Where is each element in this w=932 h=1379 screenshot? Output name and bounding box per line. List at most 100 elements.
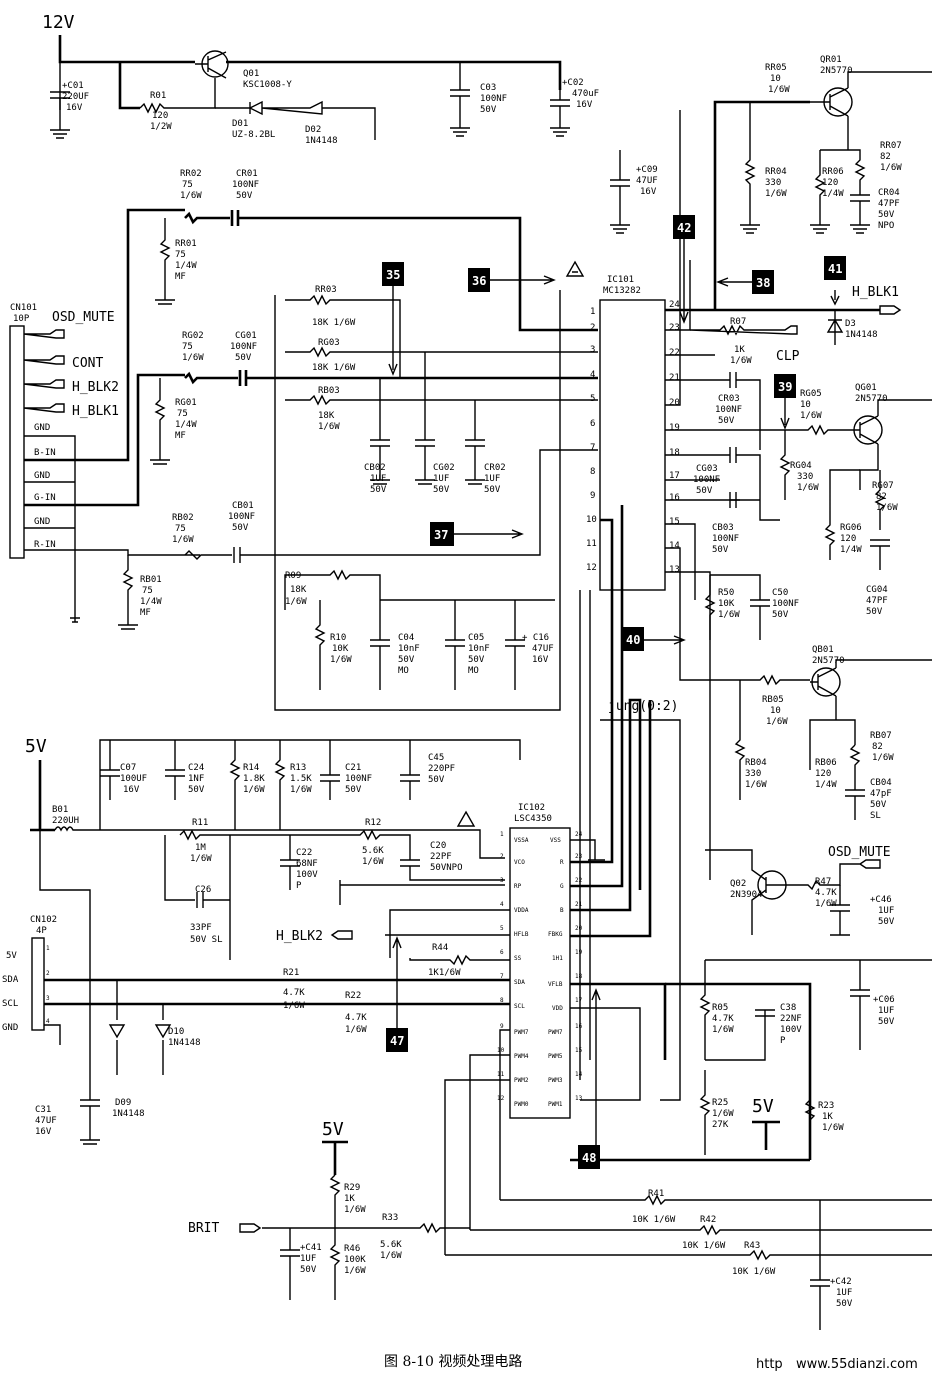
- c38-ref: C38: [780, 1003, 796, 1013]
- svg-text:18: 18: [575, 973, 583, 980]
- rail-12v-label: 12V: [42, 12, 75, 33]
- svg-text:PWM0: PWM0: [514, 1101, 529, 1108]
- marker-39: 39: [774, 374, 796, 430]
- d02-ref: D02: [305, 125, 321, 135]
- rail-5v-c: [752, 1120, 780, 1150]
- r10-ref: R10: [330, 633, 346, 643]
- c04-ref: C04: [398, 633, 414, 643]
- svg-text:21: 21: [575, 901, 583, 908]
- svg-text:SCL: SCL: [514, 1003, 525, 1010]
- cn101-ref: CN101: [10, 303, 37, 313]
- q01-leads: [195, 51, 227, 79]
- cg01-volt: 50V: [235, 353, 252, 363]
- rr07-watt: 1/6W: [880, 163, 902, 173]
- r41-ref: R41: [648, 1189, 664, 1199]
- cn102-body: [31, 937, 45, 1031]
- marker-40: 40: [622, 627, 686, 651]
- hblk1-right-label: H_BLK1: [852, 285, 899, 300]
- r07-val: 1K: [734, 345, 745, 355]
- c45-volt: 50V: [428, 775, 445, 785]
- r23-ref: R23: [818, 1101, 834, 1111]
- rail-5v-b: [322, 1140, 348, 1175]
- svg-text:SS: SS: [514, 955, 522, 962]
- d10-ref: D10: [168, 1027, 184, 1037]
- ic102-body: [509, 827, 571, 1119]
- qr01-ref: QR01: [820, 55, 842, 65]
- c50-ref: C50: [772, 588, 788, 598]
- resistor-rr06-rr07: [810, 135, 866, 234]
- c41-volt: 50V: [300, 1265, 317, 1275]
- r12-ref: R12: [365, 818, 381, 828]
- r05-val: 4.7K: [712, 1014, 734, 1024]
- cg03-val: 100NF: [693, 475, 720, 485]
- caution-triangle-icon-2: [456, 810, 476, 827]
- svg-text:GND: GND: [34, 517, 50, 527]
- r05-watt: 1/6W: [712, 1025, 734, 1035]
- svg-text:2: 2: [46, 970, 50, 977]
- figure-caption: 图 8-10 视频处理电路: [384, 1354, 522, 1370]
- rg07-ref: RG07: [872, 481, 894, 491]
- rr05-watt: 1/6W: [768, 85, 790, 95]
- capacitor-c03: [450, 62, 470, 137]
- rb02-watt: 1/6W: [172, 535, 194, 545]
- svg-text:1: 1: [46, 945, 50, 952]
- c31-volt: 16V: [35, 1127, 52, 1137]
- cn102-pin-labels: 5V SDA SCL GND: [2, 951, 19, 1033]
- c04-val: 10nF: [398, 644, 420, 654]
- svg-text:VDD: VDD: [552, 1005, 563, 1012]
- marker-41-arrow: [830, 290, 840, 306]
- r01-ref: R01: [150, 91, 166, 101]
- svg-text:VFLB: VFLB: [548, 981, 563, 988]
- svg-text:RP: RP: [514, 883, 522, 890]
- rg05-watt: 1/6W: [800, 411, 822, 421]
- c45-val: 220PF: [428, 764, 455, 774]
- svg-text:VCO: VCO: [514, 859, 525, 866]
- r01-watt: 1/2W: [150, 122, 172, 132]
- r12-watt: 1/6W: [362, 857, 384, 867]
- r25-val: 27K: [712, 1120, 729, 1130]
- rg06-val: 120: [840, 534, 856, 544]
- svg-text:13: 13: [669, 565, 680, 575]
- cg01-val: 100NF: [230, 342, 257, 352]
- r09-val: 18K: [290, 585, 307, 595]
- rr05-val: 10: [770, 74, 781, 84]
- svg-text:PWM1: PWM1: [548, 1101, 563, 1108]
- svg-text:VSS: VSS: [550, 837, 561, 844]
- c41-val: 1UF: [300, 1254, 316, 1264]
- cb04-type: SL: [870, 811, 881, 821]
- svg-text:21: 21: [669, 373, 680, 383]
- rr04-val: 330: [765, 178, 781, 188]
- c07-volt: 16V: [123, 785, 140, 795]
- rr07-val: 82: [880, 152, 891, 162]
- watermark-prefix: http: [756, 1357, 783, 1372]
- rg05-val: 10: [800, 400, 811, 410]
- rr06-val: 120: [822, 178, 838, 188]
- r09-watt: 1/6W: [285, 597, 307, 607]
- svg-text:12: 12: [586, 563, 597, 573]
- svg-text:4: 4: [46, 1018, 50, 1025]
- svg-text:14: 14: [669, 541, 680, 551]
- rr02-ref: RR02: [180, 169, 202, 179]
- rb01-watt: 1/4W: [140, 597, 162, 607]
- rb06-ref: RB06: [815, 758, 837, 768]
- c02-val: 470uF: [572, 89, 599, 99]
- capacitor-c01: [50, 91, 70, 139]
- svg-text:20: 20: [669, 398, 680, 408]
- jung-bus: [579, 590, 681, 1101]
- rg03-val: 18K 1/6W: [312, 363, 356, 373]
- c42-volt: 50V: [836, 1299, 853, 1309]
- r47-val: 4.7K: [815, 888, 837, 898]
- svg-text:PWM2: PWM2: [514, 1077, 529, 1084]
- c24-val: 1NF: [188, 774, 204, 784]
- rr02-val: 75: [182, 180, 193, 190]
- rr06-ref: RR06: [822, 167, 844, 177]
- rr03-valtxt: 18K 1/6W: [312, 318, 356, 328]
- c16-val: 47UF: [532, 644, 554, 654]
- cg03-volt: 50V: [696, 486, 713, 496]
- r29-ref: R29: [344, 1183, 360, 1193]
- diodes-d09-d10: [44, 980, 172, 1075]
- c20-ref: C20: [430, 841, 446, 851]
- svg-text:3: 3: [590, 345, 595, 355]
- rb06-watt: 1/4W: [815, 780, 837, 790]
- rr03-ref: RR03: [315, 285, 337, 295]
